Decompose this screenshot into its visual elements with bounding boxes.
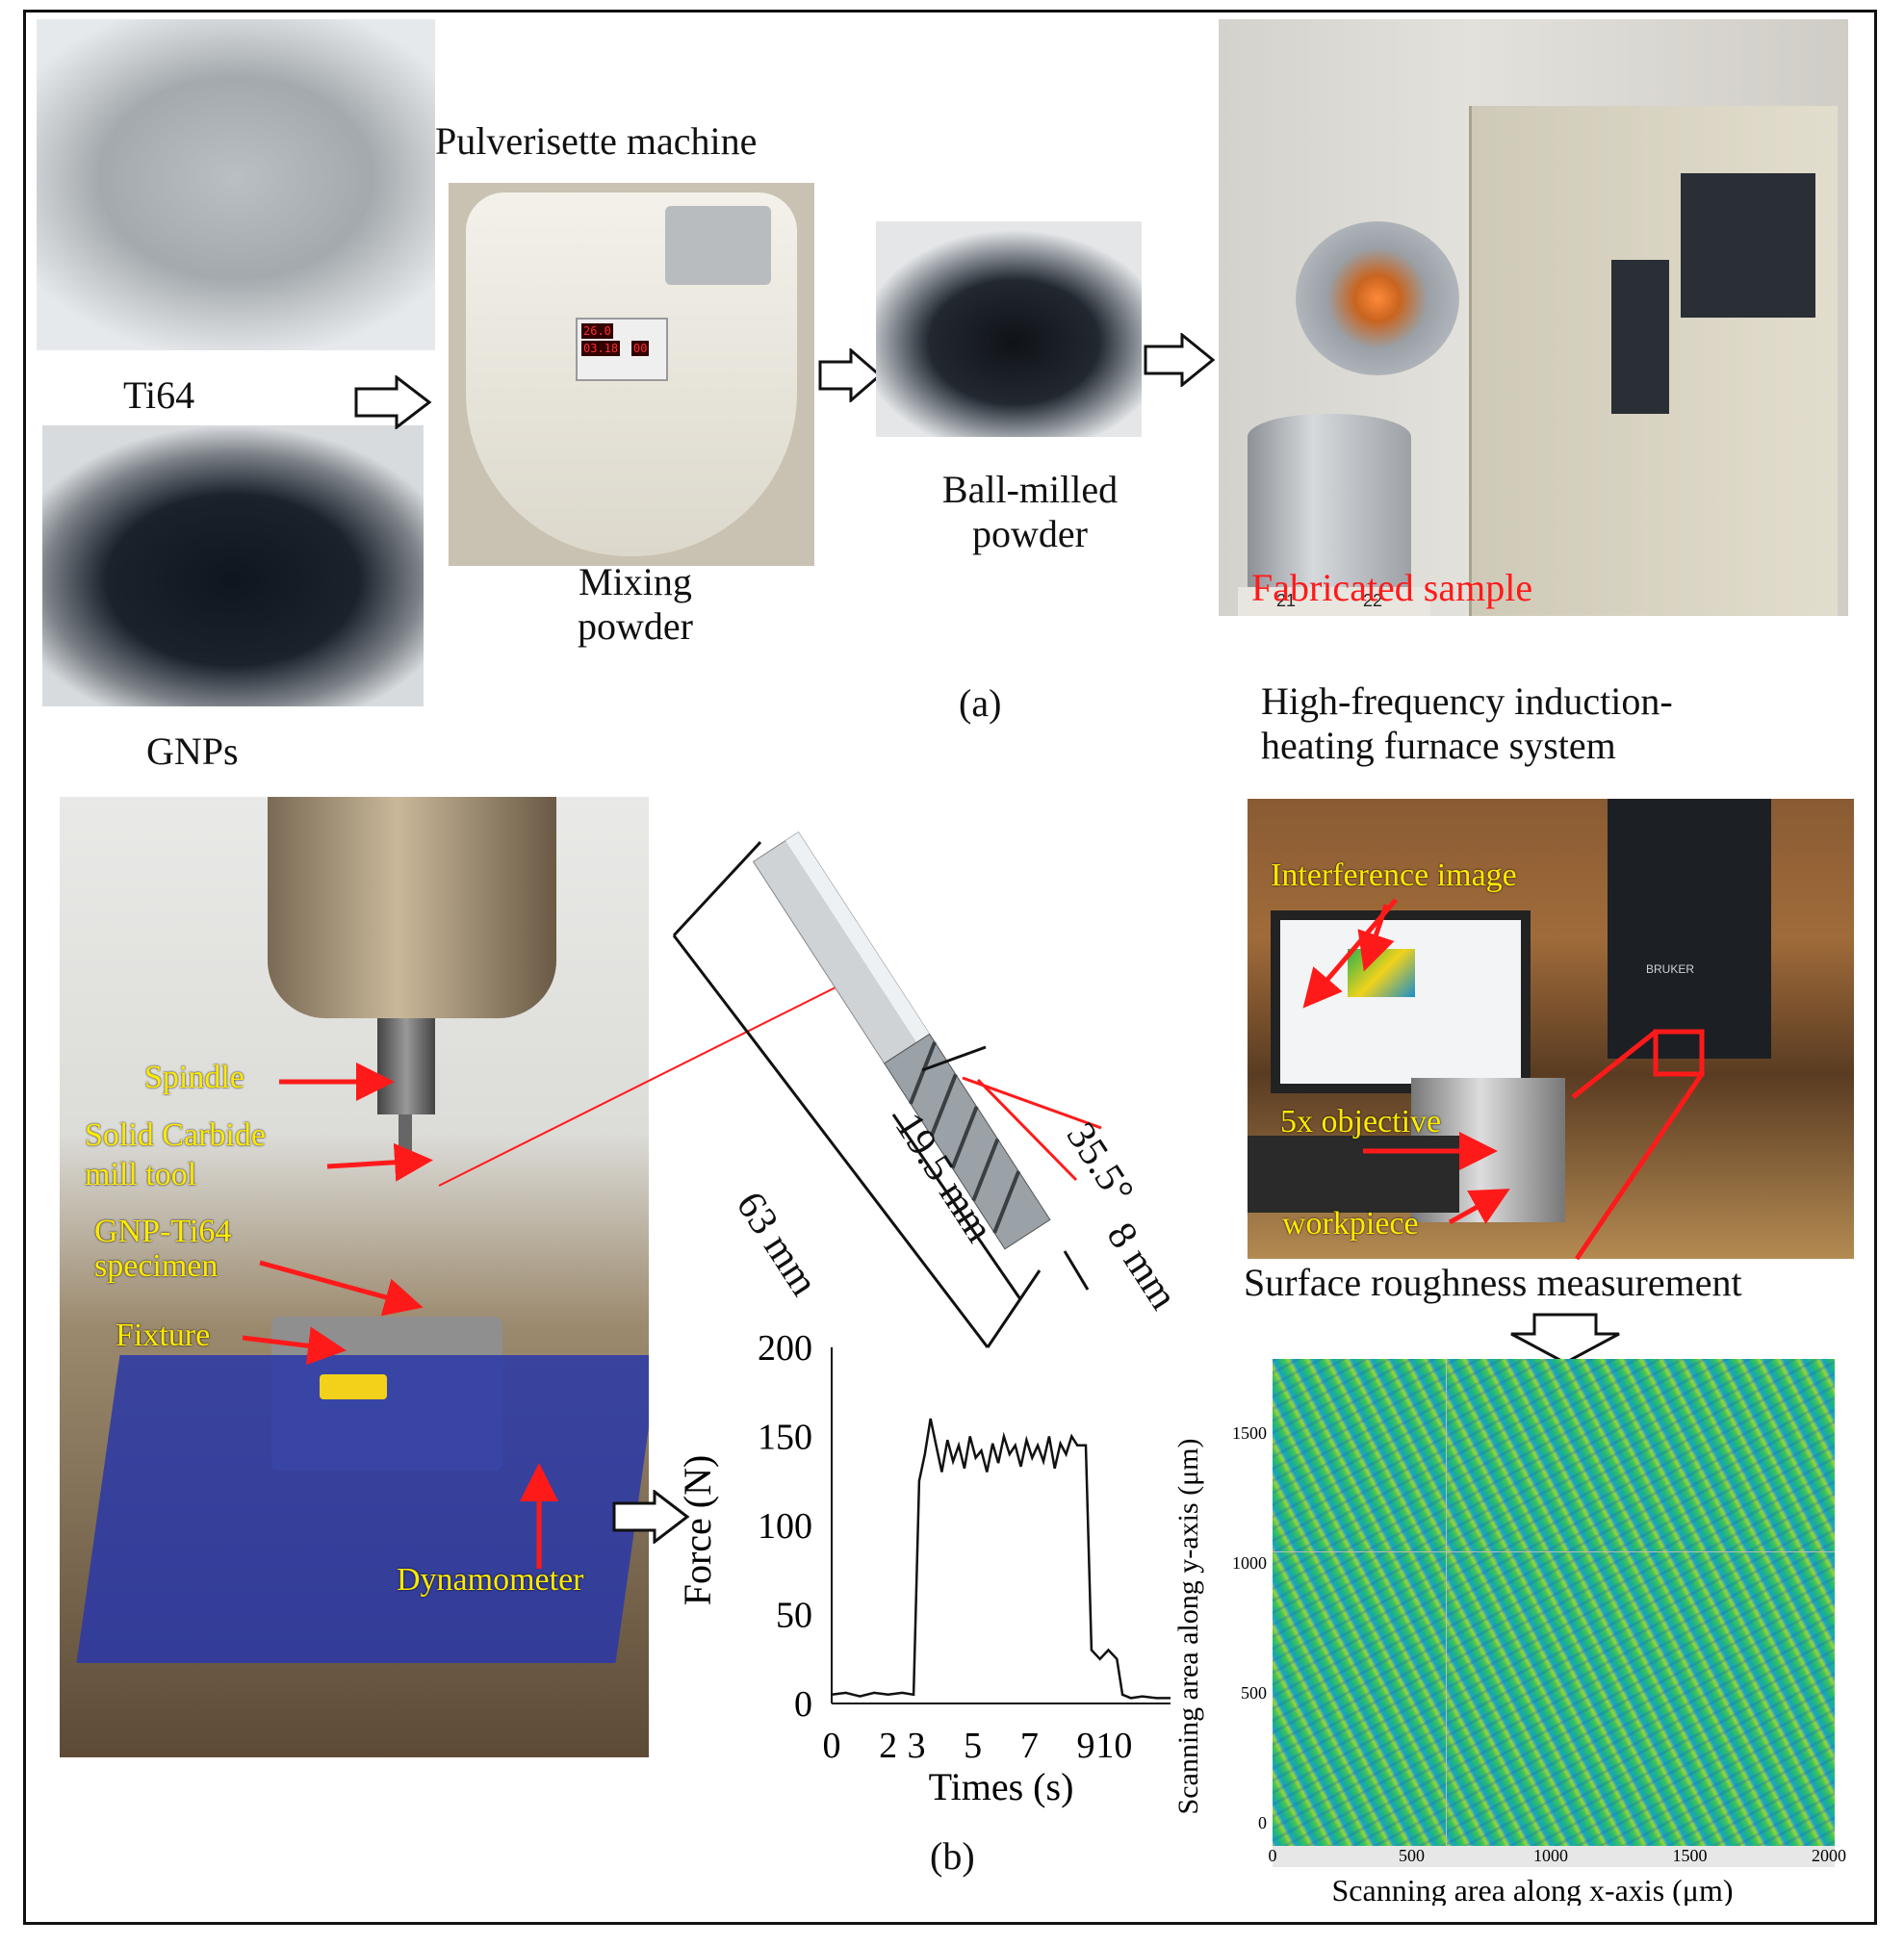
fabricated-sample-label: Fabricated sample: [1251, 566, 1533, 609]
workpiece-label: workpiece: [1282, 1206, 1419, 1242]
chart-xlabel: Times (s): [929, 1765, 1074, 1808]
machine-control-panel: 26.0 03.18 00: [576, 318, 668, 381]
tool-pointer: [326, 1142, 433, 1182]
profilometer-photo: BRUKER: [1248, 799, 1854, 1259]
map-scrollbar[interactable]: [1273, 1846, 1835, 1867]
chart-ytick-label: 50: [776, 1596, 812, 1636]
map-ylabel: Scanning area along y-axis (μm): [1172, 1439, 1204, 1815]
chart-xtick-label: 7: [1020, 1726, 1039, 1766]
map-ytick-label: 0: [1258, 1813, 1267, 1832]
fixture-pointer: [242, 1326, 347, 1366]
process-arrow-2: [818, 348, 883, 402]
induction-furnace-photo: 21 22: [1219, 19, 1848, 616]
interference-image-label: Interference image: [1271, 858, 1517, 893]
display-readout-1: 26.0: [581, 323, 613, 339]
map-xlabel: Scanning area along x-axis (μm): [1331, 1873, 1733, 1906]
map-xtick-label: 0: [1269, 1846, 1277, 1865]
display-readout-2: 03.18: [581, 341, 621, 356]
gnps-powder-photo: [42, 425, 424, 706]
map-ytick-label: 500: [1241, 1683, 1267, 1703]
chart-xtick-label: 0: [823, 1726, 841, 1766]
brand-label: BRUKER: [1646, 962, 1695, 976]
chart-xtick-label: 10: [1095, 1726, 1132, 1766]
surface-roughness-label: Surface roughness measurement: [1244, 1261, 1742, 1304]
panel-b-label: (b): [930, 1834, 975, 1878]
map-xtick-label: 1500: [1673, 1846, 1708, 1865]
map-xtick-label: 2000: [1812, 1846, 1846, 1865]
panel-a-label: (a): [959, 681, 1002, 725]
figure-frame: [23, 10, 1877, 1925]
pulverisette-title: Pulverisette machine: [435, 119, 758, 163]
chart-xtick-label: 5: [964, 1726, 982, 1766]
roughness-map: [1273, 1359, 1835, 1867]
map-xtick-label: 1000: [1533, 1846, 1568, 1865]
map-xtick-label: 500: [1399, 1846, 1425, 1865]
objective-label: 5x objective: [1280, 1104, 1442, 1139]
fixture-label: Fixture: [116, 1318, 211, 1353]
chart-ylabel: Force (N): [676, 1455, 719, 1606]
gnps-label: GNPs: [146, 730, 239, 773]
furnace-label: High-frequency induction-heating furnace…: [1261, 679, 1673, 767]
ti64-label: Ti64: [123, 373, 195, 417]
process-arrow-4: [612, 1490, 690, 1544]
spindle-label: Spindle: [144, 1060, 244, 1095]
chart-ytick-label: 100: [758, 1506, 812, 1547]
process-arrow-3: [1144, 333, 1216, 387]
map-ytick-label: 1000: [1232, 1553, 1267, 1573]
ruler-tick-21: 21: [1276, 591, 1297, 610]
chart-xtick-label: 2: [879, 1726, 897, 1766]
map-ytick-label: 1500: [1232, 1423, 1267, 1443]
display-readout-3: 00: [631, 341, 650, 356]
monitor-screen: [1271, 910, 1531, 1093]
chart-xtick-label: 3: [908, 1726, 926, 1766]
process-arrow-1: [354, 375, 432, 429]
chart-ytick-label: 200: [758, 1328, 812, 1369]
ball-milled-powder-photo: [876, 221, 1142, 437]
chart-ytick-label: 0: [794, 1684, 812, 1725]
tool-to-drawing-connector: [438, 980, 851, 1187]
dynamometer-label: Dynamometer: [397, 1562, 584, 1598]
milling-setup-photo: [60, 797, 649, 1757]
ruler-scale: 21 22: [1238, 587, 1430, 616]
zoom-box: [1653, 1029, 1705, 1077]
profilometer-body: BRUKER: [1608, 799, 1771, 1059]
chart-ytick-label: 150: [758, 1418, 812, 1458]
pulverisette-machine-photo: 26.0 03.18 00: [449, 183, 814, 566]
specimen-pointer: [259, 1260, 424, 1317]
ti64-powder-photo: [37, 19, 435, 350]
ruler-tick-22: 22: [1363, 591, 1383, 610]
roughness-map-axes: 0 500 1000 1500 2000 0 500 1000 1500 Scanning a…: [1172, 1423, 1846, 1906]
force-series-line: [831, 1418, 1171, 1700]
chart-xtick-label: 9: [1077, 1726, 1095, 1766]
process-arrow-5: [1510, 1313, 1620, 1365]
